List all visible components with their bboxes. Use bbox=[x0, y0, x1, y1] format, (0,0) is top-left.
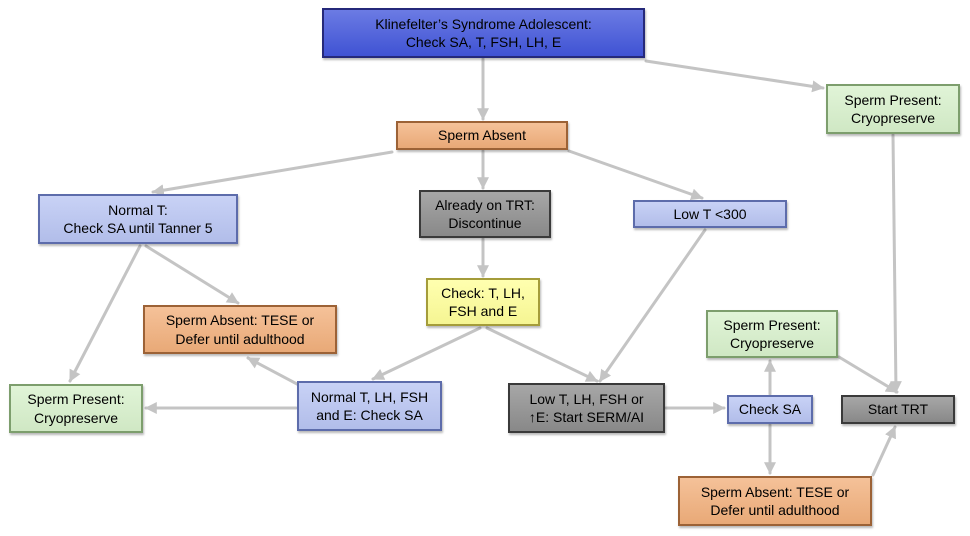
node-text: Sperm Present: bbox=[27, 391, 125, 408]
node-text: Cryopreserve bbox=[729, 335, 815, 351]
node-text: Sperm Absent: TESE or bbox=[165, 312, 315, 329]
node-normal-labs-check-sa: Normal T, LH, FSH and E: Check SA bbox=[297, 381, 442, 431]
arrow-low-t-to-low-labs bbox=[598, 228, 707, 383]
node-sperm-absent: Sperm Absent bbox=[396, 121, 568, 150]
node-text: Cryopreserve bbox=[33, 409, 119, 426]
node-text: Check SA until Tanner 5 bbox=[63, 220, 213, 236]
node-check-labs: Check: T, LH, FSH and E bbox=[426, 278, 540, 326]
node-text: Cryopreserve bbox=[850, 110, 936, 126]
node-text: Normal T, LH, FSH bbox=[310, 388, 429, 405]
arrow-normal-labs-to-sperm-absent-tese bbox=[246, 356, 299, 386]
node-check-sa: Check SA bbox=[727, 395, 813, 424]
node-text: Sperm Present: bbox=[844, 91, 942, 108]
node-text: Low T <300 bbox=[673, 205, 747, 222]
arrow-sperm-absent-bottom-to-start-trt bbox=[871, 425, 897, 477]
node-text: Discontinue bbox=[448, 215, 522, 231]
node-text: Check SA bbox=[738, 401, 802, 418]
arrow-normal-t-to-sperm-present bbox=[68, 244, 142, 383]
node-text: Normal T: bbox=[108, 201, 168, 218]
arrow-normal-t-to-sperm-absent-tese bbox=[144, 244, 240, 305]
node-normal-t: Normal T: Check SA until Tanner 5 bbox=[38, 194, 238, 244]
node-text: and E: Check SA bbox=[316, 407, 423, 423]
node-low-t: Low T <300 bbox=[633, 200, 787, 228]
node-text: Defer until adulthood bbox=[175, 330, 305, 347]
node-text: Klinefelter’s Syndrome Adolescent: bbox=[375, 15, 592, 32]
node-text: Already on TRT: bbox=[435, 196, 535, 213]
arrow-adolescent-to-sperm-present bbox=[644, 59, 825, 93]
node-already-on-trt: Already on TRT: Discontinue bbox=[419, 190, 551, 238]
arrow-sperm-absent-to-normal-t bbox=[151, 150, 394, 197]
arrow-sperm-present-to-start-trt bbox=[889, 133, 902, 394]
node-text: Sperm Present: bbox=[723, 316, 821, 333]
node-start-trt: Start TRT bbox=[841, 395, 955, 424]
node-text: Sperm Absent: TESE or bbox=[700, 483, 850, 500]
arrow-sperm-absent-to-low-t bbox=[567, 149, 704, 201]
node-text: Check SA, T, FSH, LH, E bbox=[405, 34, 562, 50]
node-klinefelter-adolescent: Klinefelter’s Syndrome Adolescent: Check… bbox=[322, 8, 645, 58]
node-low-labs-start-serm: Low T, LH, FSH or ↑E: Start SERM/AI bbox=[508, 383, 665, 433]
node-text: ↑E: Start SERM/AI bbox=[528, 409, 645, 425]
node-text: Defer until adulthood bbox=[710, 502, 840, 518]
node-sperm-present-cryopreserve-right: Sperm Present: Cryopreserve bbox=[706, 310, 838, 358]
node-sperm-absent-tese-bottom: Sperm Absent: TESE or Defer until adulth… bbox=[678, 476, 872, 526]
arrow-check-to-normal-labs bbox=[371, 326, 482, 381]
node-sperm-present-cryopreserve-left: Sperm Present: Cryopreserve bbox=[9, 384, 143, 433]
node-text: FSH and E bbox=[448, 303, 518, 319]
node-sperm-absent-tese-left: Sperm Absent: TESE or Defer until adulth… bbox=[143, 305, 337, 354]
node-text: Low T, LH, FSH or bbox=[529, 390, 644, 407]
node-text: Sperm Absent bbox=[438, 127, 526, 144]
node-text: Check: T, LH, bbox=[441, 284, 525, 301]
node-sperm-present-cryopreserve-top: Sperm Present: Cryopreserve bbox=[826, 84, 960, 134]
arrow-check-to-low-labs bbox=[485, 326, 599, 383]
node-text: Start TRT bbox=[867, 401, 929, 418]
arrow-sperm-present-mid-to-start-trt bbox=[837, 355, 899, 394]
